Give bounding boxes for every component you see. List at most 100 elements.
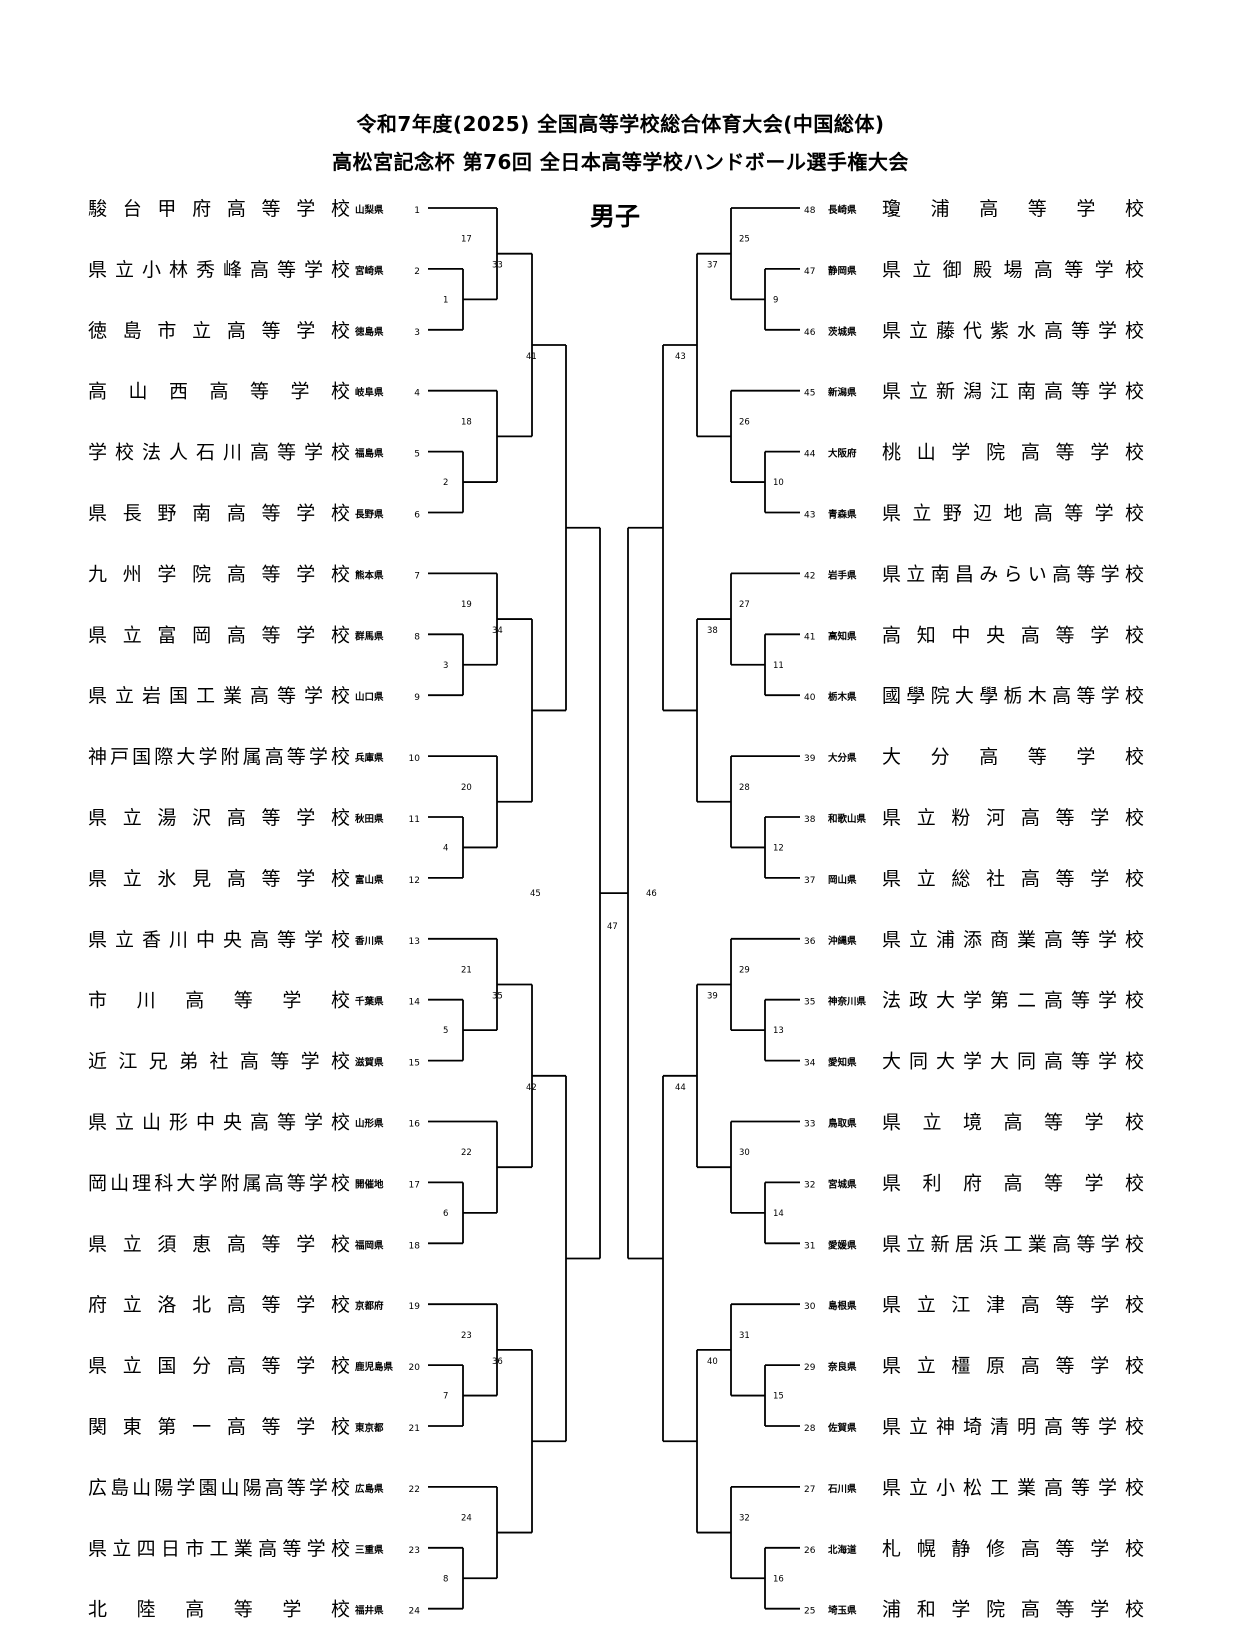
seed-number: 38: [804, 815, 816, 825]
school-name: 県立小林秀峰高等学校: [88, 259, 350, 281]
prefecture-label: 東京都: [354, 1422, 384, 1434]
match-number: 9: [773, 295, 778, 305]
school-name: 市川高等学校: [88, 990, 350, 1012]
prefecture-label: 佐賀県: [827, 1422, 857, 1434]
school-name: 県立橿原高等学校: [882, 1355, 1144, 1377]
prefecture-label: 福島県: [354, 448, 384, 460]
match-number: 13: [773, 1026, 784, 1036]
school-name: 九州学院高等学校: [88, 563, 350, 585]
prefecture-label: 岩手県: [827, 569, 857, 581]
school-name: 県立国分高等学校: [88, 1355, 350, 1377]
match-number: 6: [443, 1209, 448, 1219]
prefecture-label: 沖縄県: [828, 935, 857, 947]
seed-number: 31: [804, 1241, 815, 1251]
seed-number: 32: [804, 1180, 815, 1190]
match-number: 5: [443, 1026, 448, 1036]
seed-number: 44: [804, 450, 816, 460]
match-number: 45: [530, 889, 541, 899]
prefecture-label: 徳島県: [354, 326, 384, 338]
seed-number: 3: [414, 328, 420, 338]
school-name: 県立粉河高等学校: [882, 807, 1144, 829]
prefecture-label: 兵庫県: [355, 752, 384, 764]
prefecture-label: 新潟県: [828, 387, 857, 399]
match-number: 32: [739, 1514, 750, 1524]
match-number: 36: [492, 1357, 503, 1367]
match-number: 37: [707, 261, 718, 271]
school-name: 県立氷見高等学校: [88, 868, 350, 890]
match-number: 7: [443, 1392, 448, 1402]
match-number: 10: [773, 478, 784, 488]
prefecture-label: 岡山県: [828, 874, 857, 886]
match-number: 11: [773, 661, 784, 671]
match-number: 27: [739, 600, 750, 610]
seed-number: 28: [804, 1424, 816, 1434]
match-number: 4: [443, 843, 448, 853]
match-number: 31: [739, 1331, 750, 1341]
school-name: 関東第一高等学校: [88, 1416, 350, 1438]
school-name: 浦和学院高等学校: [882, 1599, 1144, 1621]
match-number: 19: [461, 600, 472, 610]
seed-number: 48: [804, 206, 816, 216]
match-number: 20: [461, 783, 472, 793]
prefecture-label: 茨城県: [828, 326, 857, 338]
match-number: 35: [492, 991, 503, 1001]
school-name: 県立須恵高等学校: [88, 1233, 350, 1255]
match-number: 18: [461, 417, 472, 427]
prefecture-label: 福井県: [354, 1605, 384, 1617]
match-number: 25: [739, 235, 750, 245]
seed-number: 14: [409, 998, 421, 1008]
seed-number: 40: [804, 693, 816, 703]
school-name: 大同大学大同高等学校: [882, 1051, 1144, 1073]
prefecture-label: 青森県: [828, 509, 857, 521]
seed-number: 9: [414, 693, 420, 703]
seed-number: 1: [414, 206, 420, 216]
seed-number: 41: [804, 632, 815, 642]
seed-number: 39: [804, 754, 816, 764]
division-label: 男子: [589, 202, 640, 231]
prefecture-label: 山梨県: [355, 204, 384, 216]
school-name: 県立新居浜工業高等学校: [882, 1233, 1144, 1255]
prefecture-label: 宮崎県: [355, 265, 384, 277]
seed-number: 22: [409, 1485, 420, 1495]
match-number: 41: [526, 352, 537, 362]
prefecture-label: 奈良県: [827, 1361, 857, 1373]
match-number: 21: [461, 965, 472, 975]
prefecture-label: 静岡県: [828, 265, 857, 277]
prefecture-label: 三重県: [355, 1544, 384, 1556]
match-number: 30: [739, 1148, 750, 1158]
seed-number: 11: [409, 815, 420, 825]
prefecture-label: 岐阜県: [355, 387, 384, 399]
school-name: 瓊浦高等学校: [882, 198, 1144, 220]
title-line-1: 令和7年度(2025) 全国高等学校総合体育大会(中国総体): [356, 112, 885, 136]
school-name: 県立新潟江南高等学校: [882, 381, 1144, 403]
school-name: 県利府高等学校: [882, 1172, 1144, 1194]
prefecture-label: 和歌山県: [827, 813, 867, 825]
prefecture-label: 愛知県: [828, 1057, 857, 1069]
school-name: 県立香川中央高等学校: [88, 929, 350, 951]
seed-number: 33: [804, 1120, 815, 1130]
prefecture-label: 神奈川県: [828, 996, 867, 1008]
school-name: 桃山学院高等学校: [882, 442, 1144, 464]
match-number: 39: [707, 991, 718, 1001]
seed-number: 45: [804, 389, 815, 399]
school-name: 県立四日市工業高等学校: [88, 1538, 350, 1560]
prefecture-label: 鹿児島県: [354, 1361, 394, 1373]
seed-number: 16: [409, 1120, 421, 1130]
prefecture-label: 北海道: [828, 1544, 857, 1556]
seed-number: 20: [409, 1363, 421, 1373]
match-number: 47: [607, 922, 618, 932]
prefecture-label: 石川県: [827, 1483, 857, 1495]
school-name: 國學院大學栃木高等学校: [882, 685, 1144, 707]
school-name: 県立江津高等学校: [882, 1294, 1144, 1316]
match-number: 43: [675, 352, 686, 362]
seed-number: 17: [409, 1180, 420, 1190]
match-number: 24: [461, 1514, 472, 1524]
match-number: 38: [707, 626, 718, 636]
school-name: 学校法人石川高等学校: [88, 442, 350, 464]
seed-number: 36: [804, 937, 816, 947]
school-name: 北陸高等学校: [88, 1599, 350, 1621]
match-number: 3: [443, 661, 448, 671]
match-number: 44: [675, 1083, 686, 1093]
seed-number: 35: [804, 998, 815, 1008]
